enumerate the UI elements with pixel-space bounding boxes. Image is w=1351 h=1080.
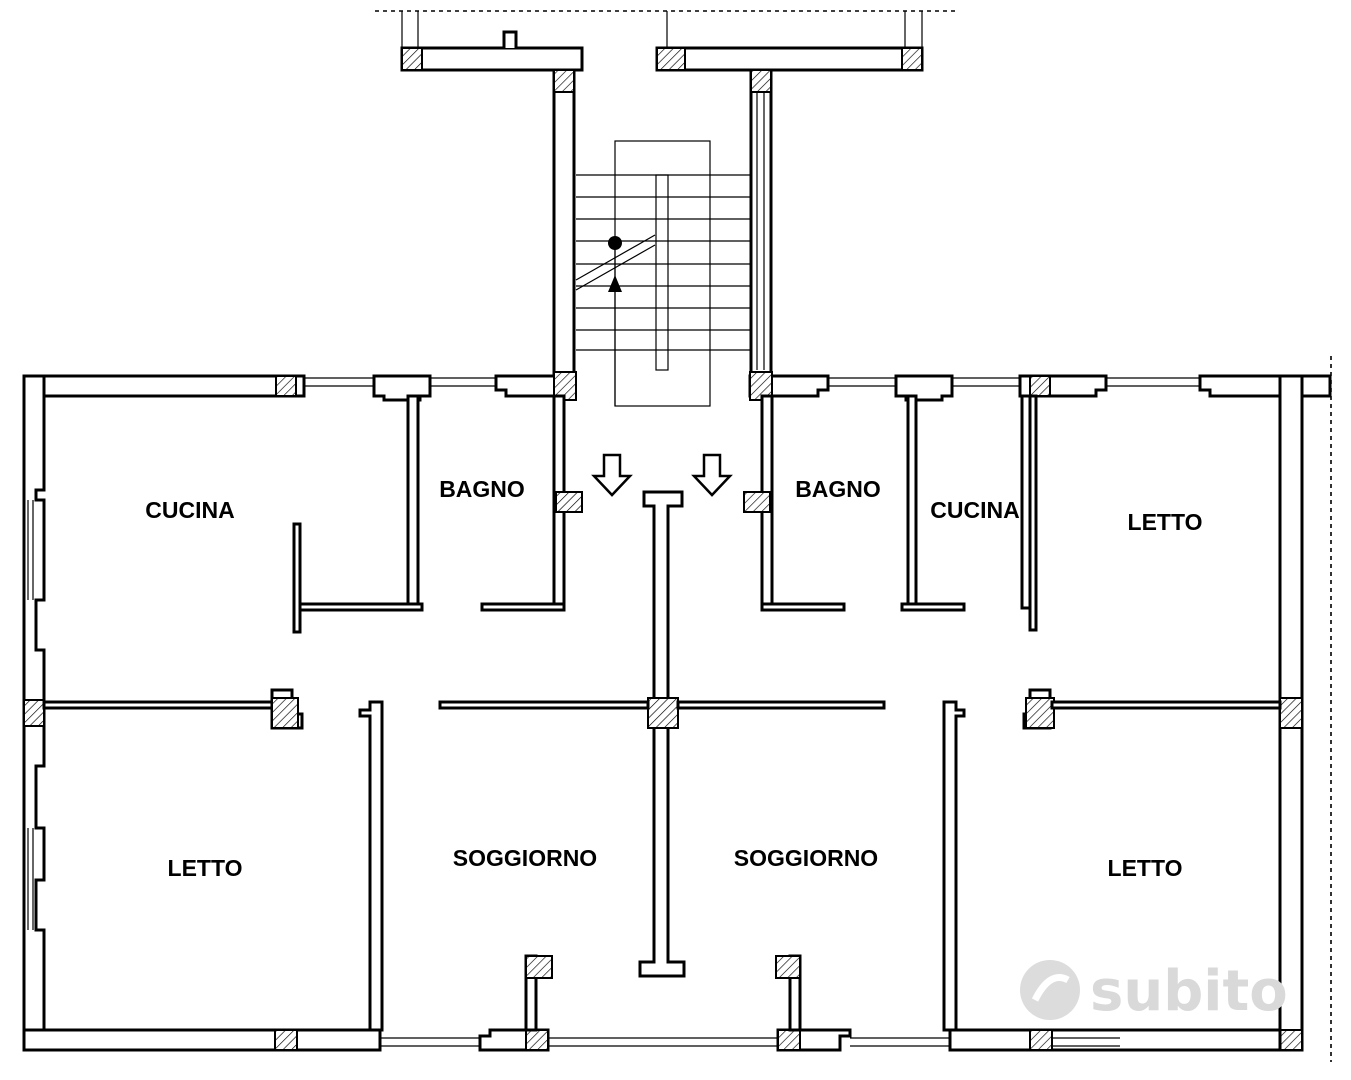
room-label-letto-top-right: LETTO bbox=[1128, 509, 1203, 535]
room-label-bagno-left: BAGNO bbox=[439, 476, 525, 502]
watermark: subito bbox=[1020, 959, 1288, 1024]
interior-walls bbox=[42, 394, 1282, 1032]
room-label-cucina-left: CUCINA bbox=[145, 497, 234, 523]
top-left-balcony bbox=[400, 11, 584, 72]
room-label-letto-left: LETTO bbox=[168, 855, 243, 881]
exterior-walls bbox=[22, 371, 1332, 1052]
subito-logo-icon bbox=[1020, 960, 1080, 1020]
room-label-soggiorno-right: SOGGIORNO bbox=[734, 845, 878, 871]
top-right-balcony bbox=[655, 11, 924, 72]
stair-direction-icon bbox=[608, 236, 622, 292]
room-label-soggiorno-left: SOGGIORNO bbox=[453, 845, 597, 871]
room-label-bagno-right: BAGNO bbox=[795, 476, 881, 502]
room-label-cucina-right: CUCINA bbox=[930, 497, 1019, 523]
watermark-text: subito bbox=[1090, 959, 1288, 1024]
stair-core bbox=[552, 68, 773, 407]
entrance-arrow-icon bbox=[591, 453, 733, 497]
room-label-letto-bottom-right: LETTO bbox=[1108, 855, 1183, 881]
